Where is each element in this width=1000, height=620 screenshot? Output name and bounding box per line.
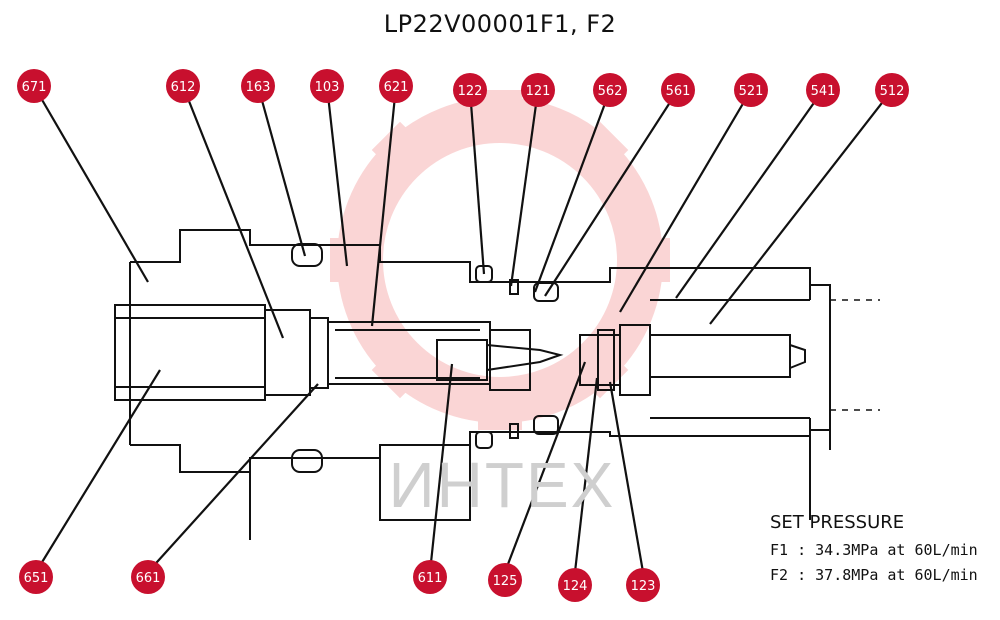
set-pressure-notes: SET PRESSURE F1 : 34.3MPa at 60L/min F2 …	[770, 512, 998, 591]
watermark-gear-icon	[330, 90, 670, 430]
diagram-title: LP22V00001F1, F2	[383, 10, 617, 38]
svg-text:512: 512	[880, 84, 905, 99]
callout-541: 541	[806, 73, 840, 107]
pressure-line-f1: F1 : 34.3MPa at 60L/min	[770, 541, 978, 559]
pressure-line-f2: F2 : 37.8MPa at 60L/min	[770, 566, 978, 584]
callout-badges: 671 612 163 103 621 122 121 562 561 521 …	[17, 69, 909, 602]
callout-122: 122	[453, 73, 487, 107]
svg-text:651: 651	[24, 571, 49, 586]
thread-lines	[830, 299, 880, 411]
svg-text:671: 671	[22, 80, 47, 95]
svg-text:521: 521	[739, 84, 764, 99]
svg-text:103: 103	[315, 80, 340, 95]
notes-heading: SET PRESSURE	[770, 512, 905, 533]
callout-512: 512	[875, 73, 909, 107]
valve-body-outline	[114, 229, 831, 540]
callout-121: 121	[521, 73, 555, 107]
callout-661: 661	[131, 560, 165, 594]
callout-621: 621	[379, 69, 413, 103]
svg-text:541: 541	[811, 84, 836, 99]
svg-text:612: 612	[171, 80, 196, 95]
svg-text:562: 562	[598, 84, 623, 99]
svg-text:125: 125	[493, 574, 518, 589]
callout-612: 612	[166, 69, 200, 103]
svg-text:124: 124	[563, 579, 588, 594]
callout-671: 671	[17, 69, 51, 103]
leader-lines	[33, 85, 893, 573]
svg-text:561: 561	[666, 84, 691, 99]
callout-651: 651	[19, 560, 53, 594]
svg-text:123: 123	[631, 579, 656, 594]
callout-103: 103	[310, 69, 344, 103]
svg-text:163: 163	[246, 80, 271, 95]
callout-611: 611	[413, 560, 447, 594]
callout-124: 124	[558, 568, 592, 602]
svg-text:121: 121	[526, 84, 551, 99]
svg-text:621: 621	[384, 80, 409, 95]
watermark-text: ИНТЕХ	[388, 449, 616, 521]
callout-125: 125	[488, 563, 522, 597]
callout-562: 562	[593, 73, 627, 107]
callout-123: 123	[626, 568, 660, 602]
svg-text:122: 122	[458, 84, 483, 99]
svg-text:611: 611	[418, 571, 443, 586]
callout-521: 521	[734, 73, 768, 107]
callout-163: 163	[241, 69, 275, 103]
callout-561: 561	[661, 73, 695, 107]
svg-text:661: 661	[136, 571, 161, 586]
